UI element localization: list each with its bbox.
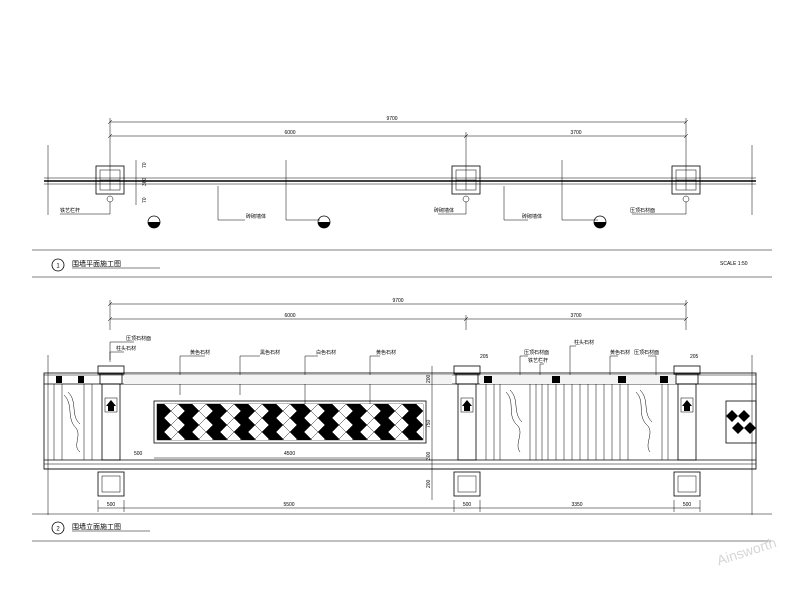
elev-dim-bottom-4: 3350 <box>571 502 582 508</box>
elev-label-right-3: 黄色石材 <box>610 349 630 356</box>
elev-dim-post-top: 205 <box>480 354 489 360</box>
iron-fence-left <box>53 376 93 460</box>
plan-label-2: 砖砌墙体 <box>246 213 266 220</box>
elev-dim-post-top-2: 205 <box>690 354 699 360</box>
diamond-tile <box>296 431 312 440</box>
diamond-tile <box>338 431 354 440</box>
elev-label-top-4: 黑色石材 <box>260 349 280 356</box>
diamond-tile <box>157 410 165 426</box>
plan-label-4: 砖砌墙体 <box>522 213 542 220</box>
elevation-view: 9700 6000 3700 压顶石材面 柱头石材 黄色石材 黑色石材 白色石材… <box>32 298 772 542</box>
elev-dim-bottom-5: 500 <box>683 502 692 508</box>
elev-number: 2 <box>56 527 60 533</box>
elev-dim-bottom-3: 500 <box>463 502 472 508</box>
diamond-tile <box>226 431 242 440</box>
diamond-tile <box>212 431 228 440</box>
plan-dim-post-b: 360 <box>142 177 148 186</box>
elev-label-top-2: 柱头石材 <box>116 345 136 352</box>
diamond-tile <box>157 431 172 440</box>
diamond-tile <box>324 431 340 440</box>
elev-post-2 <box>453 365 481 497</box>
elev-dim-bottom-1: 500 <box>107 502 116 508</box>
plan-number: 1 <box>56 264 60 270</box>
plan-dim-right: 3700 <box>570 130 581 136</box>
plan-post-1 <box>95 165 125 195</box>
elev-post-1 <box>97 365 125 497</box>
diamond-tile <box>408 431 423 440</box>
diamond-tile <box>415 424 423 440</box>
plan-label-5: 压顶石材面 <box>630 207 655 214</box>
plan-post-2 <box>451 165 481 195</box>
plan-post-3 <box>671 165 701 195</box>
section-symbol-3 <box>593 215 607 229</box>
section-symbol-2 <box>317 215 331 229</box>
diamond-tile <box>366 431 382 440</box>
diamond-tile <box>268 431 284 440</box>
diamond-tile <box>184 431 200 440</box>
elev-label-top-6: 黄色石材 <box>376 349 396 356</box>
elev-dim-h3: 300 <box>426 451 432 460</box>
plan-label-3: 砖砌墙体 <box>434 207 454 214</box>
elev-label-right-2: 柱头石材 <box>574 339 594 346</box>
plan-dim-total: 9700 <box>386 116 397 122</box>
diamond-tile <box>380 431 396 440</box>
elev-dim-panel-gap: 500 <box>134 451 143 457</box>
plan-dim-left: 6000 <box>284 130 295 136</box>
iron-fence-right <box>484 376 669 460</box>
diamond-tile <box>254 431 270 440</box>
fence-rails <box>485 384 669 460</box>
diamond-tile <box>157 424 165 440</box>
diamond-tile <box>415 410 423 426</box>
elev-label-top-5: 白色石材 <box>316 349 336 356</box>
elev-title: 围墙立面施工图 <box>72 522 121 531</box>
elev-dim-panel-width: 4500 <box>284 451 295 457</box>
plan-view: 9700 6000 3700 70 360 <box>32 116 772 278</box>
plan-dim-post-c: 70 <box>142 197 148 203</box>
elev-dim-right: 3700 <box>570 313 581 319</box>
elev-label-top-1: 压顶石材面 <box>126 335 151 342</box>
diamond-tile <box>240 431 256 440</box>
elev-label-right-4: 铁艺栏杆 <box>528 357 548 364</box>
diamond-tile-panel-right <box>725 400 757 444</box>
diamond-tile <box>352 431 368 440</box>
section-symbol-1 <box>147 215 161 229</box>
elev-post-3 <box>673 365 701 497</box>
diamond-tile <box>282 431 298 440</box>
elev-dim-h4: 200 <box>426 479 432 488</box>
elev-label-right-1: 压顶石材面 <box>524 349 549 356</box>
diamond-tile-panel <box>153 400 427 444</box>
diamond-tile <box>170 431 186 440</box>
elev-dim-h2: 750 <box>426 419 432 428</box>
plan-scale: SCALE 1:50 <box>720 261 748 267</box>
elev-dim-bottom-2: 5500 <box>283 502 294 508</box>
elev-dim-h1: 200 <box>426 374 432 383</box>
plan-label-1: 铁艺栏杆 <box>60 207 80 214</box>
diamond-tile <box>394 431 410 440</box>
watermark: Ainsworth <box>715 534 778 568</box>
elev-label-top-3: 黄色石材 <box>190 349 210 356</box>
diamond-tile <box>198 431 214 440</box>
elev-dim-total: 9700 <box>392 298 403 304</box>
plan-dim-post-a: 70 <box>142 162 148 168</box>
plan-title: 围墙平面施工图 <box>72 259 121 268</box>
diamond-pattern <box>157 404 423 440</box>
elev-dim-left: 6000 <box>284 313 295 319</box>
diamond-tile <box>310 431 326 440</box>
elev-label-right-5: 压顶石材面 <box>634 349 659 356</box>
